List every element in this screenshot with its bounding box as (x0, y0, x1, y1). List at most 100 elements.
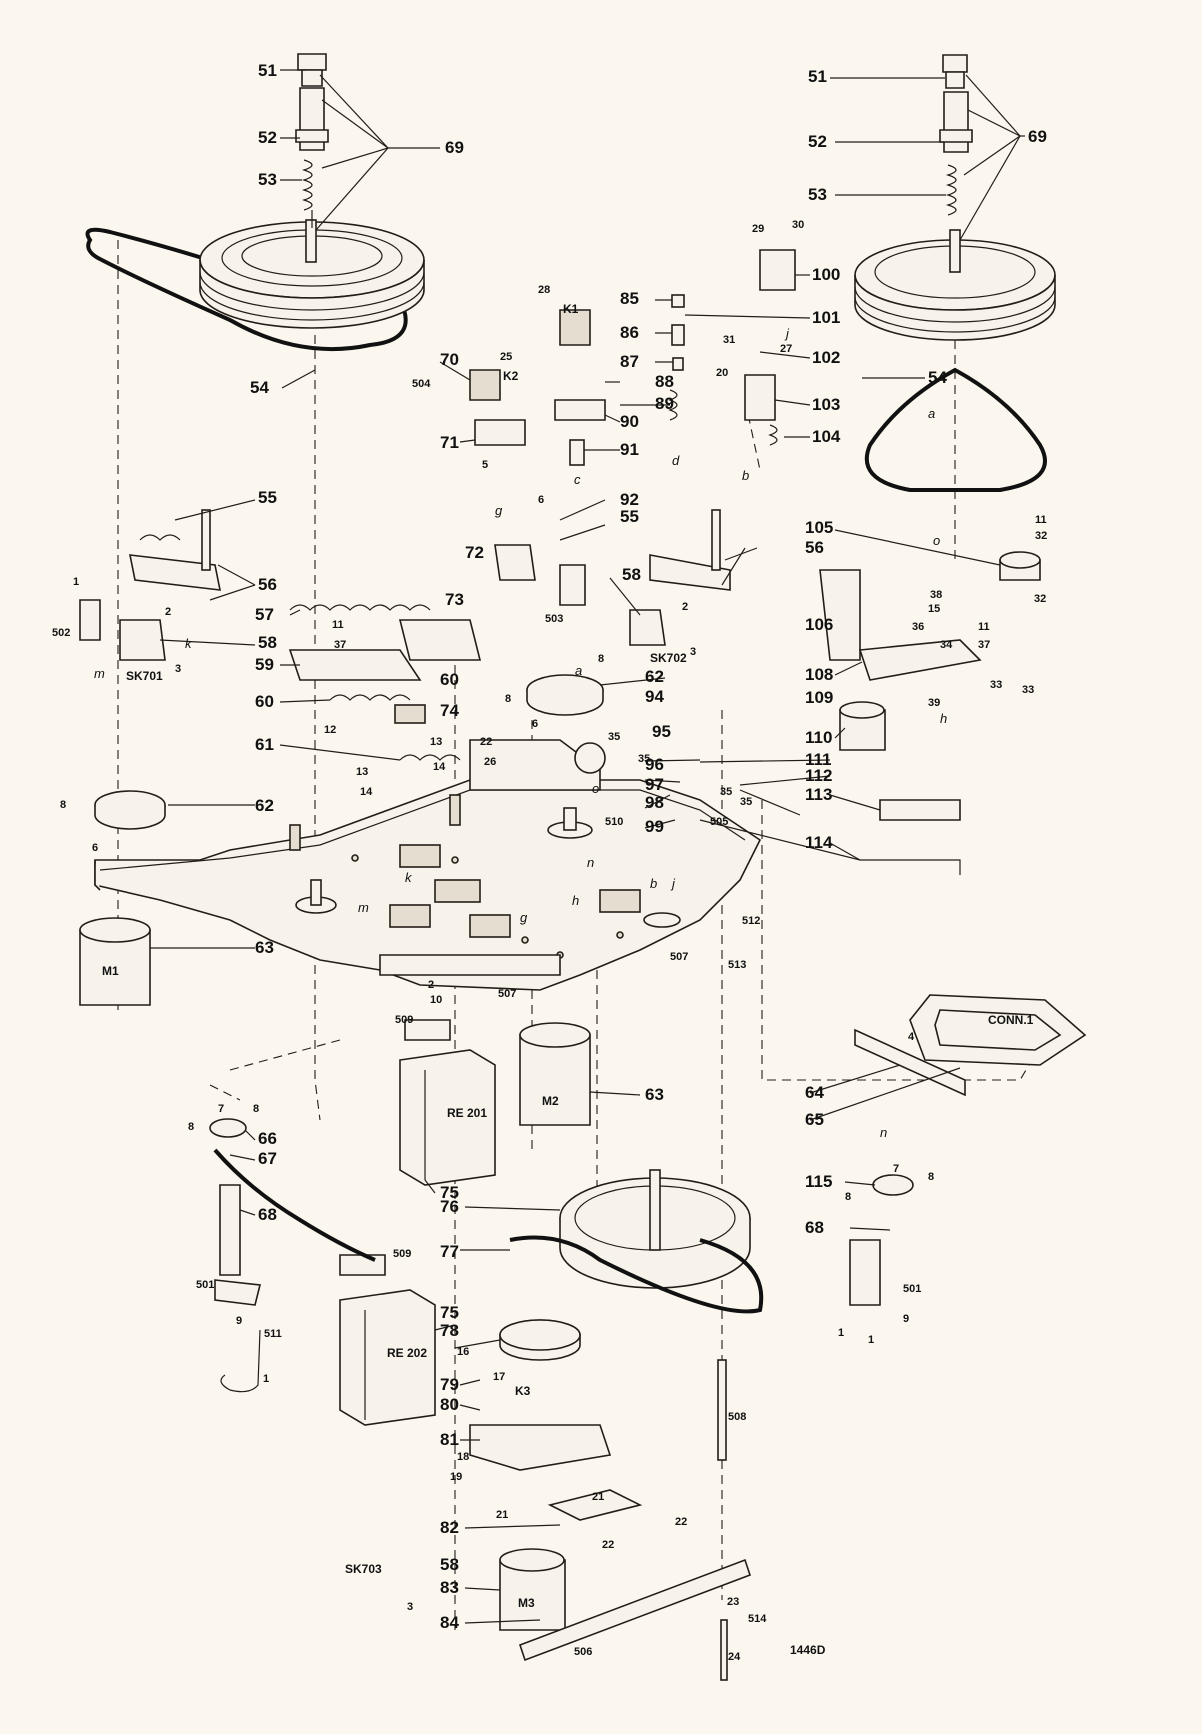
pinch-arm-56-right (649, 554, 731, 591)
letter-m-11: m (94, 666, 105, 681)
ref-501-82: 501 (903, 1283, 921, 1295)
callout-110-46: 110 (805, 728, 832, 747)
sleeve-91 (569, 439, 585, 466)
ref-8-47: 8 (60, 799, 66, 811)
component-sk702: SK702 (650, 651, 687, 665)
leader-lines (150, 69, 1025, 1624)
ref-503-8: 503 (545, 613, 563, 625)
callout-87-32: 87 (620, 352, 639, 371)
motor-m2-body (519, 1034, 591, 1126)
ref-35-42: 35 (638, 753, 650, 765)
ref-8-11: 8 (598, 653, 604, 665)
callout-56-11: 56 (258, 575, 277, 594)
ref-22-71: 22 (675, 1516, 687, 1528)
callout-92-23: 92 (620, 490, 639, 509)
ref-20-21: 20 (716, 367, 728, 379)
callout-53-2: 53 (258, 170, 277, 189)
ref-512-53: 512 (742, 915, 760, 927)
component-sk703: SK703 (345, 1562, 382, 1576)
ref-8-81: 8 (845, 1191, 851, 1203)
callout-62-21: 62 (645, 667, 664, 686)
bracket-501-right (849, 1239, 881, 1306)
component-k3: K3 (515, 1384, 531, 1398)
callout-61-16: 61 (255, 735, 274, 754)
ref-4-55: 4 (908, 1031, 915, 1043)
callout-74-20: 74 (440, 701, 459, 720)
spring-60 (329, 694, 411, 701)
callout-63-18: 63 (255, 938, 274, 957)
callout-98-51: 98 (645, 793, 664, 812)
ref-3-73: 3 (407, 1601, 413, 1613)
connector-64 (854, 1028, 966, 1097)
callout-106-43: 106 (805, 615, 833, 634)
drawing-code: 1446D (790, 1643, 826, 1657)
callout-86-31: 86 (620, 323, 639, 342)
ref-35-41: 35 (608, 731, 620, 743)
callout-52-6: 52 (808, 132, 827, 151)
callout-96-49: 96 (645, 755, 664, 774)
component-conn1: CONN.1 (988, 1013, 1034, 1027)
callout-101-38: 101 (812, 308, 840, 327)
callout-83-73: 83 (440, 1578, 459, 1597)
component-m2: M2 (542, 1094, 559, 1108)
callout-85-30: 85 (620, 289, 639, 308)
callout-54-4: 54 (250, 378, 269, 397)
letter-j-19: j (670, 876, 676, 891)
ref-29-17: 29 (752, 223, 764, 235)
ref-8-12: 8 (505, 693, 511, 705)
letter-g-7: g (495, 503, 503, 518)
letter-a-2: a (575, 663, 582, 678)
ref-6-22: 6 (532, 718, 538, 730)
bracket-502 (79, 599, 101, 641)
callout-59-14: 59 (255, 655, 274, 674)
callout-63-57: 63 (645, 1085, 664, 1104)
block-74 (394, 704, 426, 724)
ref-6-7: 6 (538, 494, 544, 506)
callout-66-60: 66 (258, 1129, 277, 1148)
ref-25-13: 25 (500, 351, 512, 363)
ref-513-54: 513 (728, 959, 746, 971)
callout-57-12: 57 (255, 605, 274, 624)
callout-78-67: 78 (440, 1321, 459, 1340)
spring-61 (399, 754, 461, 761)
solenoid-re201 (399, 1049, 496, 1186)
relay-k2 (469, 369, 501, 401)
ref-10-50: 10 (430, 994, 442, 1006)
callout-51-0: 51 (258, 61, 277, 80)
callout-73-22: 73 (445, 590, 464, 609)
callout-103-40: 103 (812, 395, 840, 414)
callout-55-24: 55 (620, 507, 639, 526)
component-k2: K2 (503, 369, 519, 383)
ref-8-58: 8 (188, 1121, 194, 1133)
motors-solenoids (79, 917, 591, 1631)
ref-501-59: 501 (196, 1279, 214, 1291)
ref-7-56: 7 (218, 1103, 224, 1115)
callout-84-74: 84 (440, 1613, 459, 1632)
callout-51-5: 51 (808, 67, 827, 86)
pin-86 (671, 324, 685, 346)
callout-68-62: 68 (258, 1205, 277, 1224)
arm-113 (879, 799, 961, 821)
ref-504-14: 504 (412, 378, 431, 390)
letter-h-15: h (572, 893, 579, 908)
callout-105-42: 105 (805, 518, 833, 537)
ref-11-29: 11 (1035, 514, 1047, 526)
ref-2-49: 2 (428, 979, 434, 991)
ref-8-80: 8 (928, 1171, 934, 1183)
spring-104 (768, 424, 778, 446)
callout-77-65: 77 (440, 1242, 459, 1261)
ref-34-36: 34 (940, 639, 953, 651)
bracket-100 (759, 249, 796, 291)
callout-68-76: 68 (805, 1218, 824, 1237)
rod-114 (699, 819, 961, 875)
callout-69-3: 69 (445, 138, 464, 157)
foot-68-left (219, 1184, 241, 1276)
callout-82-71: 82 (440, 1518, 459, 1537)
callout-79-68: 79 (440, 1375, 459, 1394)
ref-23-74: 23 (727, 1596, 739, 1608)
callout-56-25: 56 (805, 538, 824, 557)
relay-k1 (559, 309, 591, 346)
ref-1-0: 1 (73, 576, 79, 588)
component-m1: M1 (102, 964, 119, 978)
letter-a-0: a (928, 406, 935, 421)
